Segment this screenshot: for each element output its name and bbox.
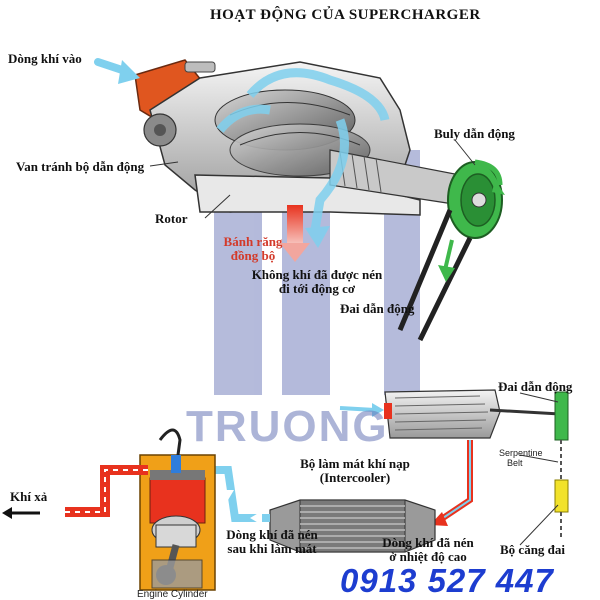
label-hot-air-line2: ở nhiệt độ cao [389, 549, 467, 564]
serpentine-belt-assembly [554, 391, 569, 540]
label-compressed-air-line1: Không khí đã được nén [251, 267, 383, 282]
supercharger-housing [134, 59, 461, 216]
label-rotor: Rotor [155, 211, 188, 226]
label-compressed-air-line2: đi tới động cơ [278, 281, 356, 296]
label-intercooler-line1: Bộ làm mát khí nạp [300, 456, 410, 471]
engine-cylinder [139, 428, 216, 591]
phone-number: 0913 527 447 [340, 562, 554, 599]
label-timing-gears-line2: đồng bộ [230, 248, 276, 263]
leader-lines [149, 139, 559, 546]
label-timing-gears: Bánh răng đồng bộ [208, 235, 298, 263]
label-drive-belt-top: Đai dẫn động [340, 301, 415, 316]
label-air-in: Dòng khí vào [8, 51, 82, 66]
label-drive-belt-right: Đai dẫn động [498, 379, 573, 394]
drive-pulley [447, 159, 505, 239]
label-hot-air-line1: Dòng khí đã nén [382, 535, 474, 550]
label-intercooler-line2: (Intercooler) [319, 470, 391, 485]
blower-inlet-arrow [339, 403, 384, 417]
supercharger-blower-small [384, 389, 561, 439]
drive-belt-top [397, 209, 473, 342]
diagram-title: HOẠT ĐỘNG CỦA SUPERCHARGER [210, 7, 481, 23]
label-serpentine-line1: Serpentine [499, 448, 543, 458]
intercooler [269, 499, 436, 553]
label-serpentine-line2: Belt [507, 458, 523, 468]
compressed-air-down-arrow [280, 205, 310, 262]
label-intercooler: Bộ làm mát khí nạp (Intercooler) [270, 457, 440, 485]
exhaust-pipe [2, 465, 148, 519]
label-cooled-air-line2: sau khi làm mát [227, 541, 317, 556]
label-exhaust: Khí xả [10, 489, 48, 504]
label-compressed-air: Không khí đã được nén đi tới động cơ [222, 268, 412, 296]
airflow-in-arrow [94, 58, 140, 84]
watermark-text: TRUONG [186, 402, 389, 451]
label-cooled-air-line1: Dòng khí đã nén [226, 527, 318, 542]
label-cooled-air: Dòng khí đã nén sau khi làm mát [212, 528, 332, 556]
label-timing-gears-line1: Bánh răng [223, 234, 283, 249]
label-hot-air: Dòng khí đã nén ở nhiệt độ cao [368, 536, 488, 564]
label-tensioner: Bộ căng đai [500, 542, 566, 557]
label-serpentine-belt: Serpentine Belt [499, 448, 543, 468]
label-bypass-valve: Van tránh bộ dẫn động [16, 159, 145, 174]
label-drive-pulley: Buly dẫn động [434, 126, 515, 141]
airflow-internal-arrows [216, 68, 390, 248]
cool-air-pipe [208, 466, 270, 525]
label-engine-cylinder: Engine Cylinder [137, 589, 208, 600]
